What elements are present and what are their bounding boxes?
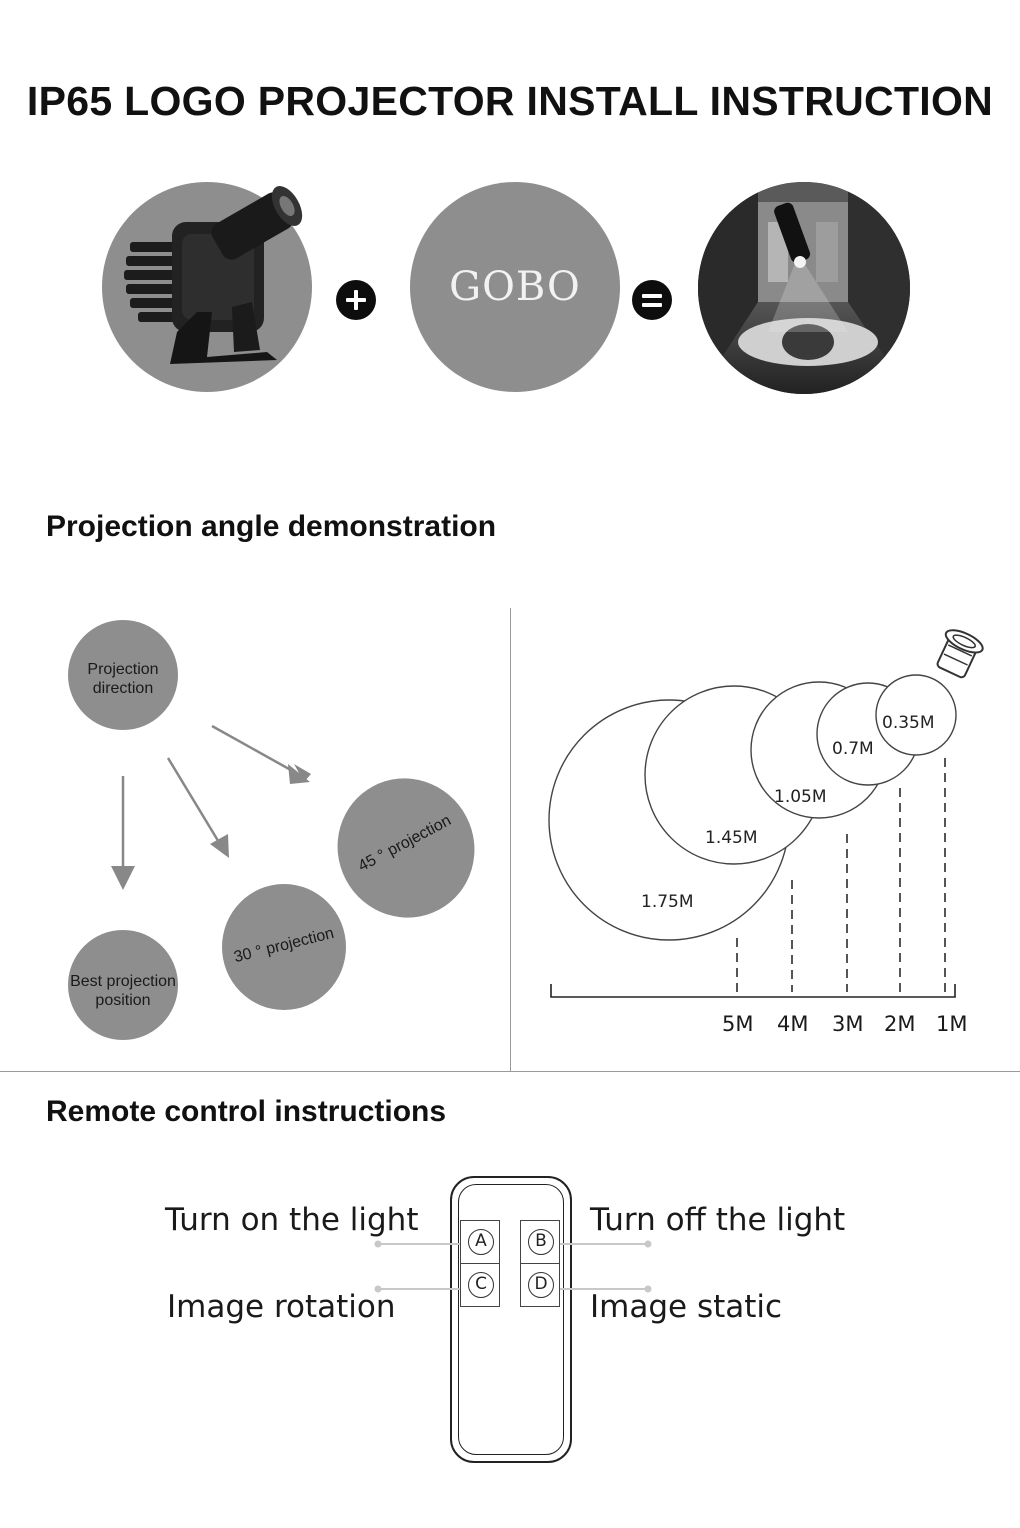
projection-30-ellipse: 30 ° projection bbox=[222, 884, 346, 1010]
rotation-label: Image rotation bbox=[167, 1289, 396, 1325]
remote-inner-outline bbox=[458, 1184, 564, 1455]
distance-1m: 1M bbox=[936, 1012, 968, 1036]
remote-button-a[interactable]: A bbox=[460, 1220, 500, 1264]
size-label-0.7m: 0.7M bbox=[832, 739, 874, 759]
button-b-label: B bbox=[528, 1229, 554, 1255]
distance-5m: 5M bbox=[722, 1012, 754, 1036]
arrow-45 bbox=[211, 724, 299, 776]
distance-2m: 2M bbox=[884, 1012, 916, 1036]
direction-arrows bbox=[111, 724, 311, 890]
size-label-1.75m: 1.75M bbox=[641, 892, 694, 912]
button-a-label: A bbox=[468, 1229, 494, 1255]
mini-projector-icon bbox=[936, 629, 984, 679]
projector-icon bbox=[124, 186, 303, 364]
projector-photo-circle bbox=[102, 182, 312, 392]
remote-control bbox=[450, 1176, 572, 1463]
remote-connector-lines bbox=[374, 1240, 652, 1293]
remote-button-c[interactable]: C bbox=[460, 1263, 500, 1307]
projection-30-label: 30 ° projection bbox=[232, 924, 336, 967]
turn-off-label: Turn off the light bbox=[590, 1202, 846, 1238]
size-label-1.45m: 1.45M bbox=[705, 828, 758, 848]
size-label-1.05m: 1.05M bbox=[774, 787, 827, 807]
page-title: IP65 LOGO PROJECTOR INSTALL INSTRUCTION bbox=[26, 78, 994, 124]
remote-button-d[interactable]: D bbox=[520, 1263, 560, 1307]
gobo-circle: GOBO bbox=[410, 182, 620, 392]
turn-on-label: Turn on the light bbox=[165, 1202, 419, 1238]
angle-section-title: Projection angle demonstration bbox=[46, 510, 497, 543]
size-label-0.35m: 0.35M bbox=[882, 713, 935, 733]
best-position-circle: Best projection position bbox=[68, 930, 178, 1040]
distance-4m: 4M bbox=[777, 1012, 809, 1036]
projection-direction-label: Projection direction bbox=[87, 661, 159, 697]
vertical-divider bbox=[510, 608, 511, 1072]
distance-3m: 3M bbox=[832, 1012, 864, 1036]
static-label: Image static bbox=[590, 1289, 783, 1325]
button-d-label: D bbox=[528, 1272, 554, 1298]
distance-diagram bbox=[548, 629, 984, 998]
button-c-label: C bbox=[468, 1272, 494, 1298]
horizontal-divider bbox=[0, 1071, 1020, 1072]
street-scene-image bbox=[698, 182, 910, 394]
best-position-label: Best projection position bbox=[70, 973, 176, 1009]
remote-button-b[interactable]: B bbox=[520, 1220, 560, 1264]
plus-icon bbox=[336, 280, 376, 320]
remote-section-title: Remote control instructions bbox=[46, 1095, 447, 1128]
projection-45-label: 45 ° projection bbox=[355, 811, 454, 876]
equals-icon bbox=[632, 280, 672, 320]
arrow-30 bbox=[166, 757, 222, 845]
circle-0.35m bbox=[875, 674, 957, 756]
projection-result-photo bbox=[698, 182, 910, 394]
gobo-label: GOBO bbox=[449, 264, 581, 310]
projection-direction-circle: Projection direction bbox=[68, 620, 178, 730]
